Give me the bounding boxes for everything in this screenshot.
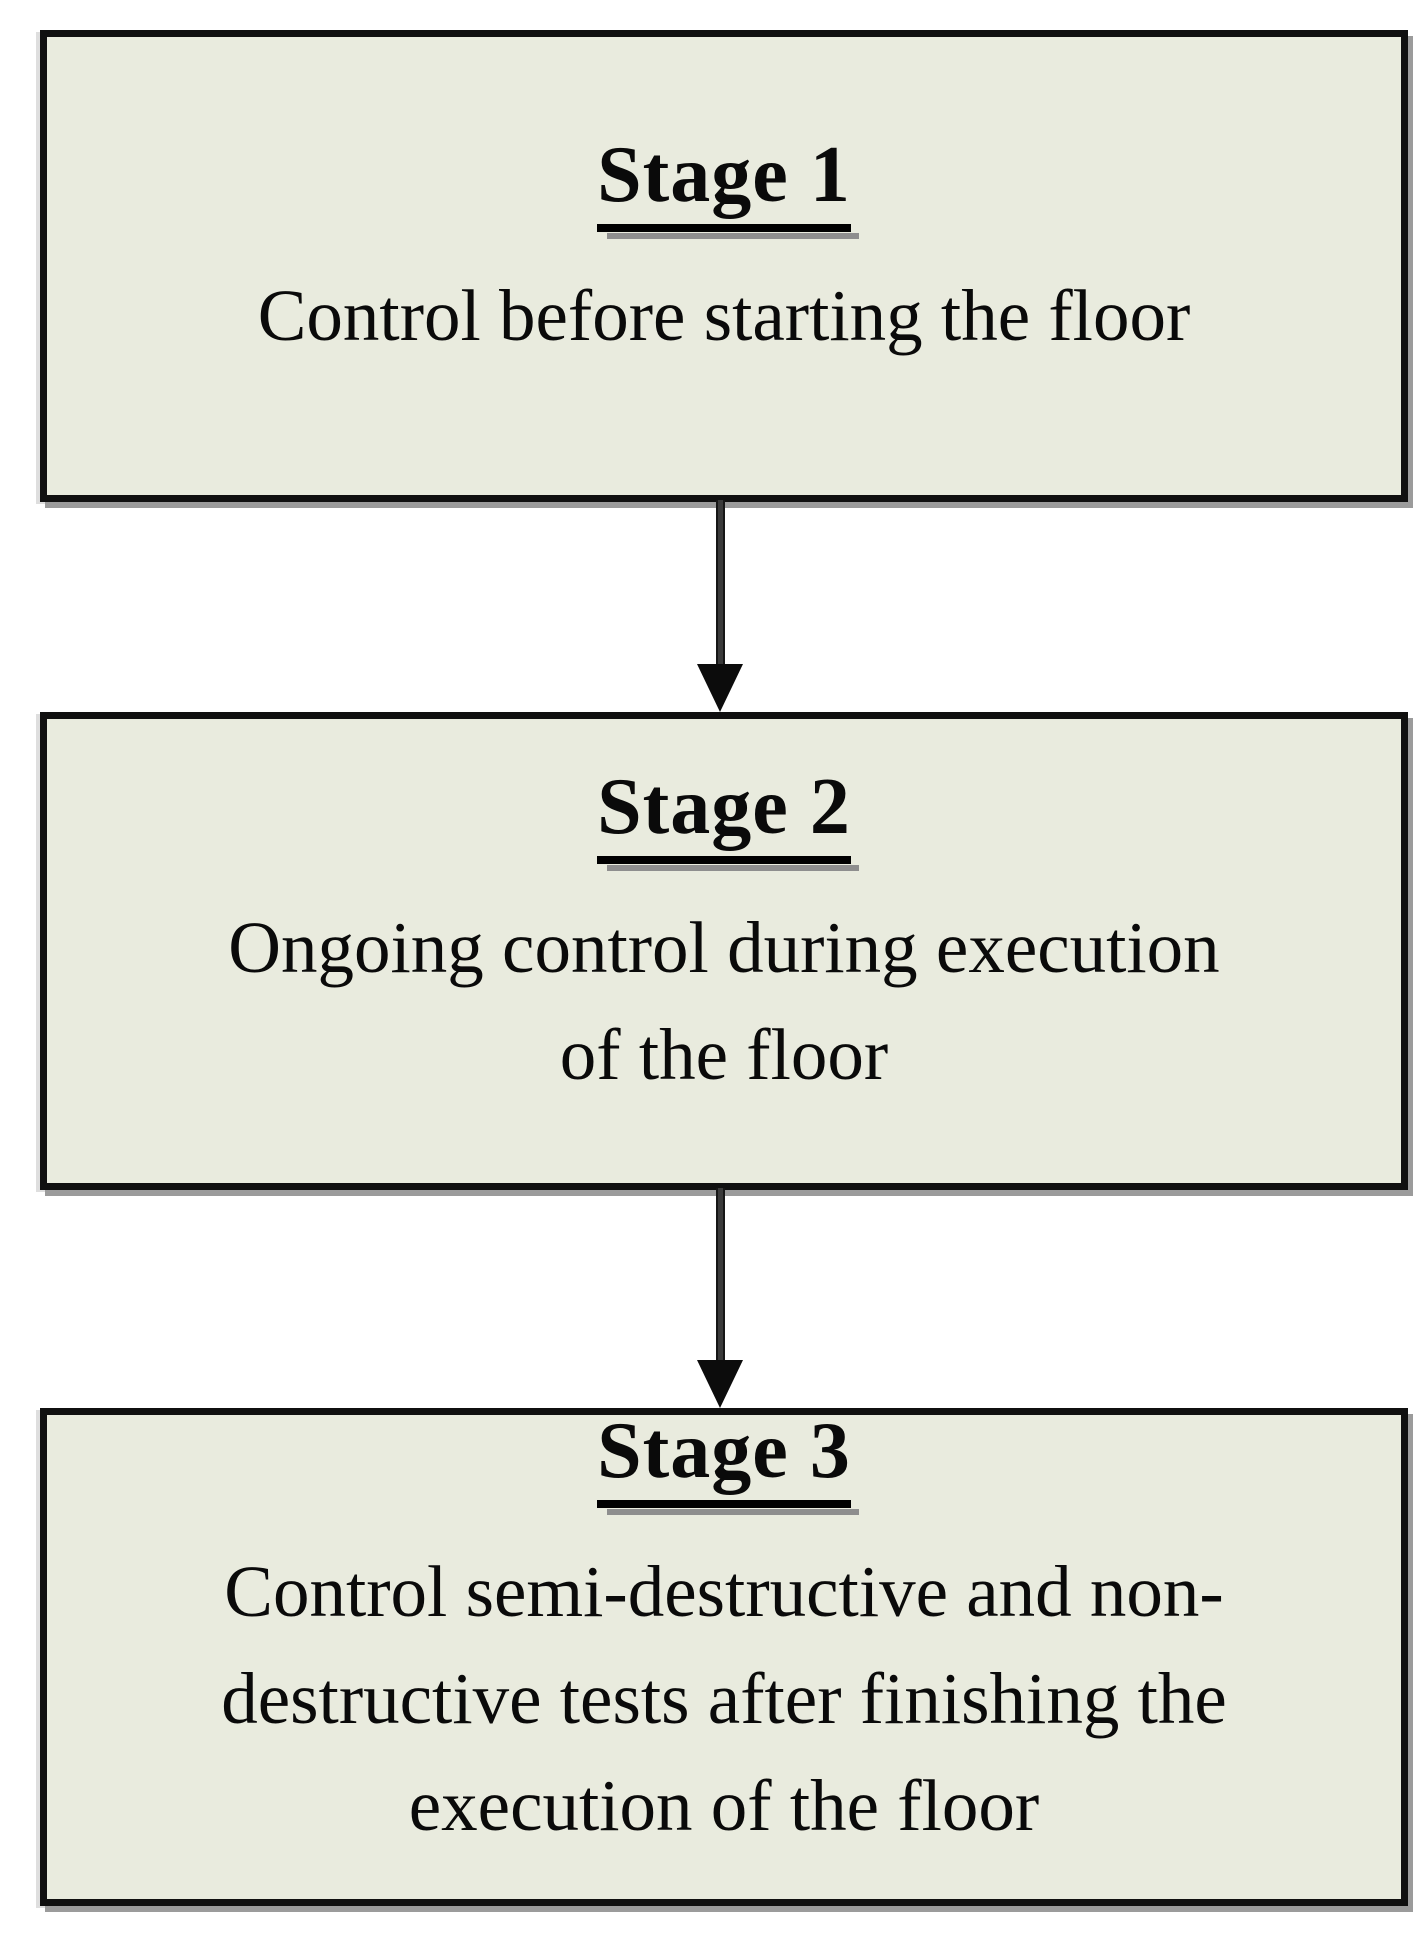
stage-3-title-wrap: Stage 3 xyxy=(597,1409,851,1508)
stage-1-title-wrap: Stage 1 xyxy=(597,133,851,232)
stage-1-box: Stage 1 Control before starting the floo… xyxy=(40,30,1408,502)
arrow-down-connector-1 xyxy=(697,500,743,712)
arrow-down-icon xyxy=(697,664,743,712)
stage-2-title-underline xyxy=(597,855,851,864)
arrow-down-connector-2 xyxy=(697,1188,743,1408)
arrow-line xyxy=(715,1188,725,1360)
stage-2-title: Stage 2 xyxy=(597,762,851,851)
stage-body-line: destructive tests after finishing the xyxy=(221,1658,1227,1739)
stage-body-line: Ongoing control during execution xyxy=(228,906,1220,988)
stage-body-line: execution of the floor xyxy=(408,1765,1040,1846)
arrow-down-icon xyxy=(697,1360,743,1408)
stage-1-title: Stage 1 xyxy=(597,131,851,219)
stage-body-line: Control semi-destructive and non- xyxy=(224,1551,1224,1632)
stage-2-box: Stage 2 Ongoing control during execution… xyxy=(40,712,1408,1190)
stage-2-body: Ongoing control during execution of the … xyxy=(228,894,1219,1108)
stage-1-body: Control before starting the floor xyxy=(258,262,1191,369)
stage-body-line: Control before starting the floor xyxy=(257,275,1191,356)
stage-body-line: of the floor xyxy=(559,1013,889,1095)
stage-3-title-underline xyxy=(597,1500,851,1508)
arrow-line xyxy=(715,500,725,664)
stage-3-title: Stage 3 xyxy=(597,1407,851,1495)
stage-1-title-underline xyxy=(597,224,851,232)
stage-3-box: Stage 3 Control semi-destructive and non… xyxy=(40,1408,1408,1906)
stage-2-title-wrap: Stage 2 xyxy=(597,765,851,864)
stage-3-body: Control semi-destructive and non- destru… xyxy=(221,1538,1227,1859)
